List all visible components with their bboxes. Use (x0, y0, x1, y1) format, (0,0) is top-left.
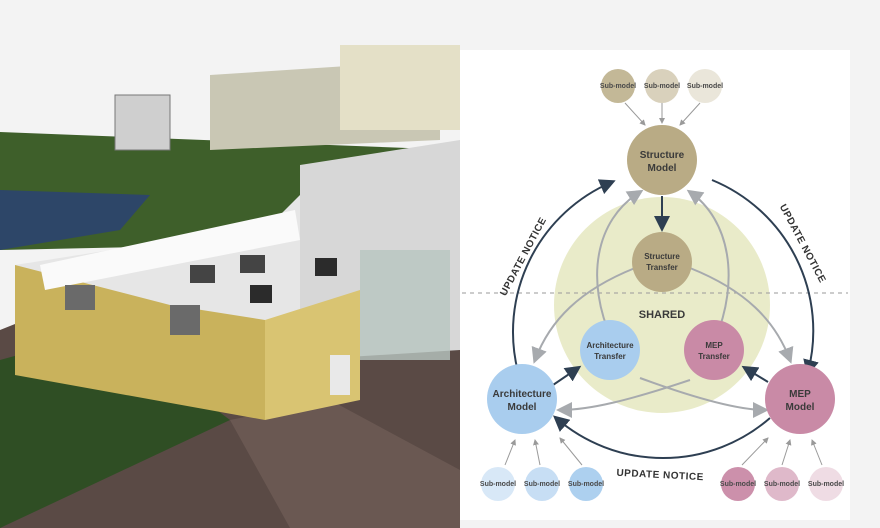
structure-model-label-2: Model (648, 163, 677, 174)
update-notice-arc-left (512, 179, 616, 373)
monitor (240, 255, 265, 273)
sub-model-label: Sub-model (687, 83, 723, 90)
mep-transfer-label-2: Transfer (698, 352, 730, 361)
monitor (190, 265, 215, 283)
sub-model-node (481, 467, 515, 501)
rooftop-unit (114, 94, 171, 151)
monitor (315, 258, 337, 276)
sub-model-label: Sub-model (644, 83, 680, 90)
transfer-path (531, 267, 636, 364)
update-notice-arc-bottom (552, 415, 771, 460)
transfer-path (639, 377, 769, 418)
architecture-transfer-label-1: Architecture (586, 341, 634, 350)
mep-sub-models: Sub-model Sub-model Sub-model (720, 467, 844, 501)
architecture-model-node (487, 364, 557, 434)
sub-model-label: Sub-model (524, 481, 560, 488)
sub-model-node (645, 69, 679, 103)
sub-model-node (688, 69, 722, 103)
structure-model-label-1: Structure (640, 150, 685, 161)
structure-sub-model-links (624, 102, 701, 126)
sub-model-label: Sub-model (480, 481, 516, 488)
door (330, 355, 350, 395)
architecture-transfer-arrow (552, 365, 582, 386)
water-pond (0, 190, 150, 250)
transfer-path (686, 189, 730, 341)
monitor (250, 285, 272, 303)
sub-model-node (569, 467, 603, 501)
interior-wall (40, 210, 300, 290)
architecture-sub-models: Sub-model Sub-model Sub-model (480, 467, 604, 501)
sub-model-node (721, 467, 755, 501)
architecture-transfer-label-2: Transfer (594, 352, 626, 361)
sub-model-label: Sub-model (720, 481, 756, 488)
shared-zone (554, 197, 770, 413)
mep-transfer-arrow (741, 365, 769, 383)
background-building-upper (340, 45, 460, 130)
mep-model-node (765, 364, 835, 434)
architecture-model-label-2: Model (508, 402, 537, 413)
architecture-transfer-node (580, 320, 640, 380)
transfer-path (689, 267, 794, 364)
structure-transfer-label-1: Structure (644, 252, 680, 261)
architecture-sub-model-links (504, 437, 583, 466)
mep-transfer-label-1: MEP (705, 341, 723, 350)
sub-model-label: Sub-model (764, 481, 800, 488)
sub-model-label: Sub-model (808, 481, 844, 488)
shared-label: SHARED (639, 309, 686, 321)
structure-transfer-node (632, 232, 692, 292)
mep-model-label-1: MEP (789, 389, 811, 400)
transfer-path (596, 189, 644, 341)
sub-model-label: Sub-model (568, 481, 604, 488)
sub-model-node (525, 467, 559, 501)
sub-model-node (809, 467, 843, 501)
sub-model-node (601, 69, 635, 103)
sub-model-label: Sub-model (600, 83, 636, 90)
transfer-path (556, 379, 691, 418)
structure-sub-models: Sub-model Sub-model Sub-model (600, 69, 723, 103)
structure-transfer-label-2: Transfer (646, 263, 678, 272)
update-notice-arc-right (711, 179, 819, 376)
road-segment (230, 400, 460, 528)
window (65, 285, 95, 310)
mep-transfer-node (684, 320, 744, 380)
mep-model-label-2: Model (786, 402, 815, 413)
window (170, 305, 200, 335)
architecture-model-label-1: Architecture (493, 389, 552, 400)
glass-facade (360, 250, 450, 360)
structure-model-node (627, 125, 697, 195)
mep-sub-model-links (741, 437, 823, 466)
update-notice-bottom-label: UPDATE NOTICE (616, 468, 704, 484)
sub-model-node (765, 467, 799, 501)
